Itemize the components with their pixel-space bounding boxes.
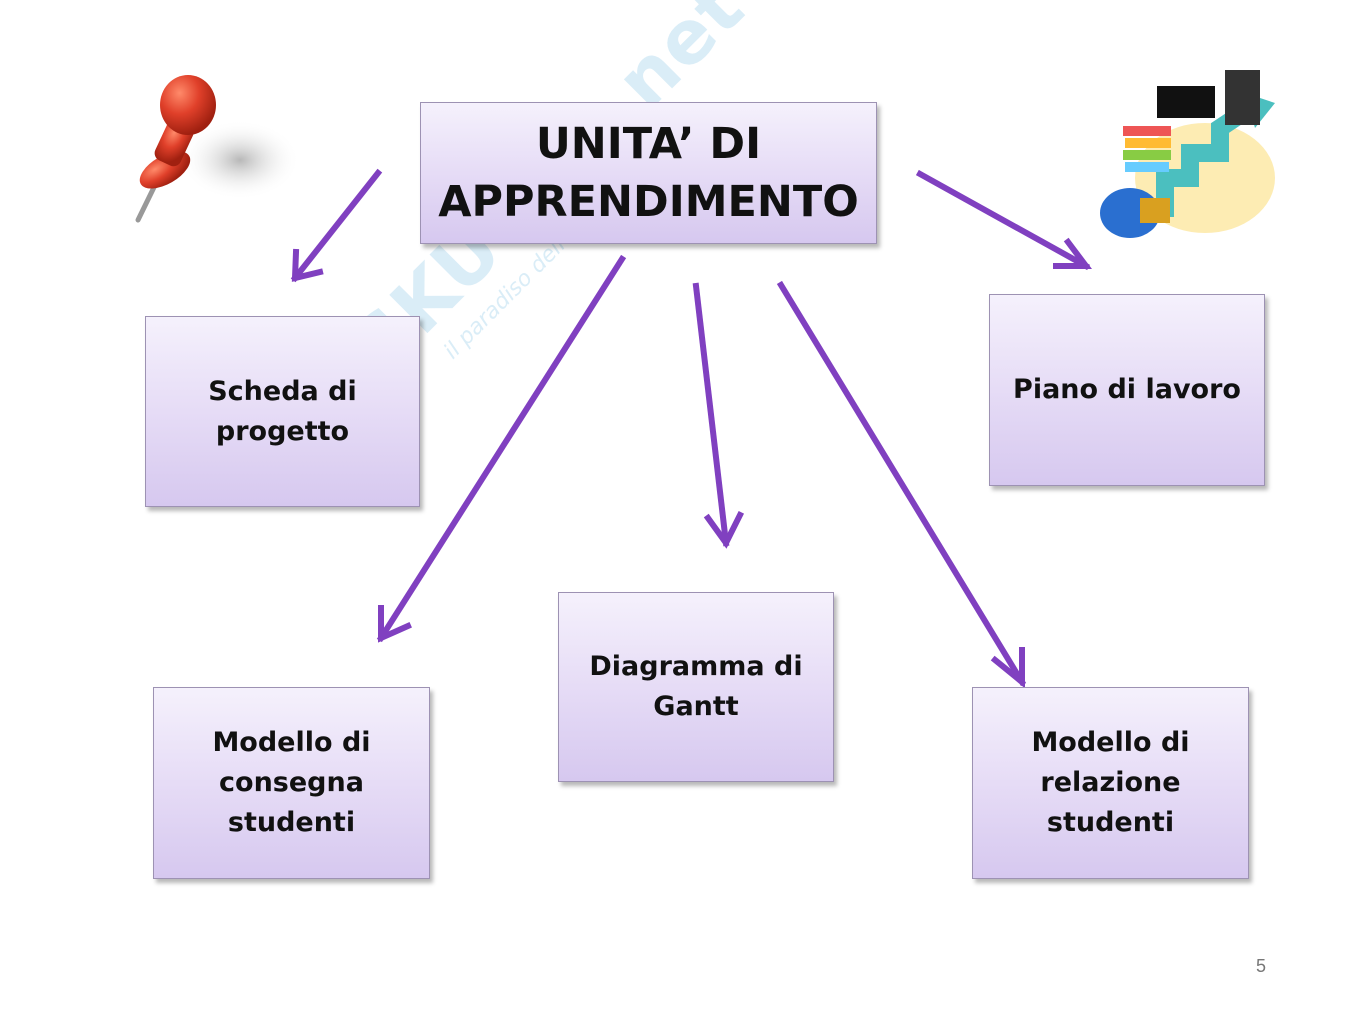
box-modello-consegna: Modello di consegna studenti — [153, 687, 430, 879]
box-diagramma-gantt: Diagramma di Gantt — [558, 592, 834, 782]
learning-staircase-illustration — [1100, 70, 1275, 238]
arrow-to-consegna — [376, 254, 627, 643]
box-piano-di-lavoro: Piano di lavoro — [989, 294, 1265, 486]
box-modello-relazione: Modello di relazione studenti — [972, 687, 1249, 879]
box-scheda-di-progetto: Scheda di progetto — [145, 316, 420, 507]
page-number: 5 — [1256, 956, 1267, 976]
title-box: UNITA’ DI APPRENDIMENTO — [420, 102, 877, 244]
arrow-to-gantt — [692, 282, 745, 549]
arrow-to-relazione — [776, 280, 1027, 689]
arrow-to-scheda — [290, 168, 383, 283]
arrow-to-piano — [915, 169, 1092, 271]
pushpin-icon — [135, 75, 300, 223]
